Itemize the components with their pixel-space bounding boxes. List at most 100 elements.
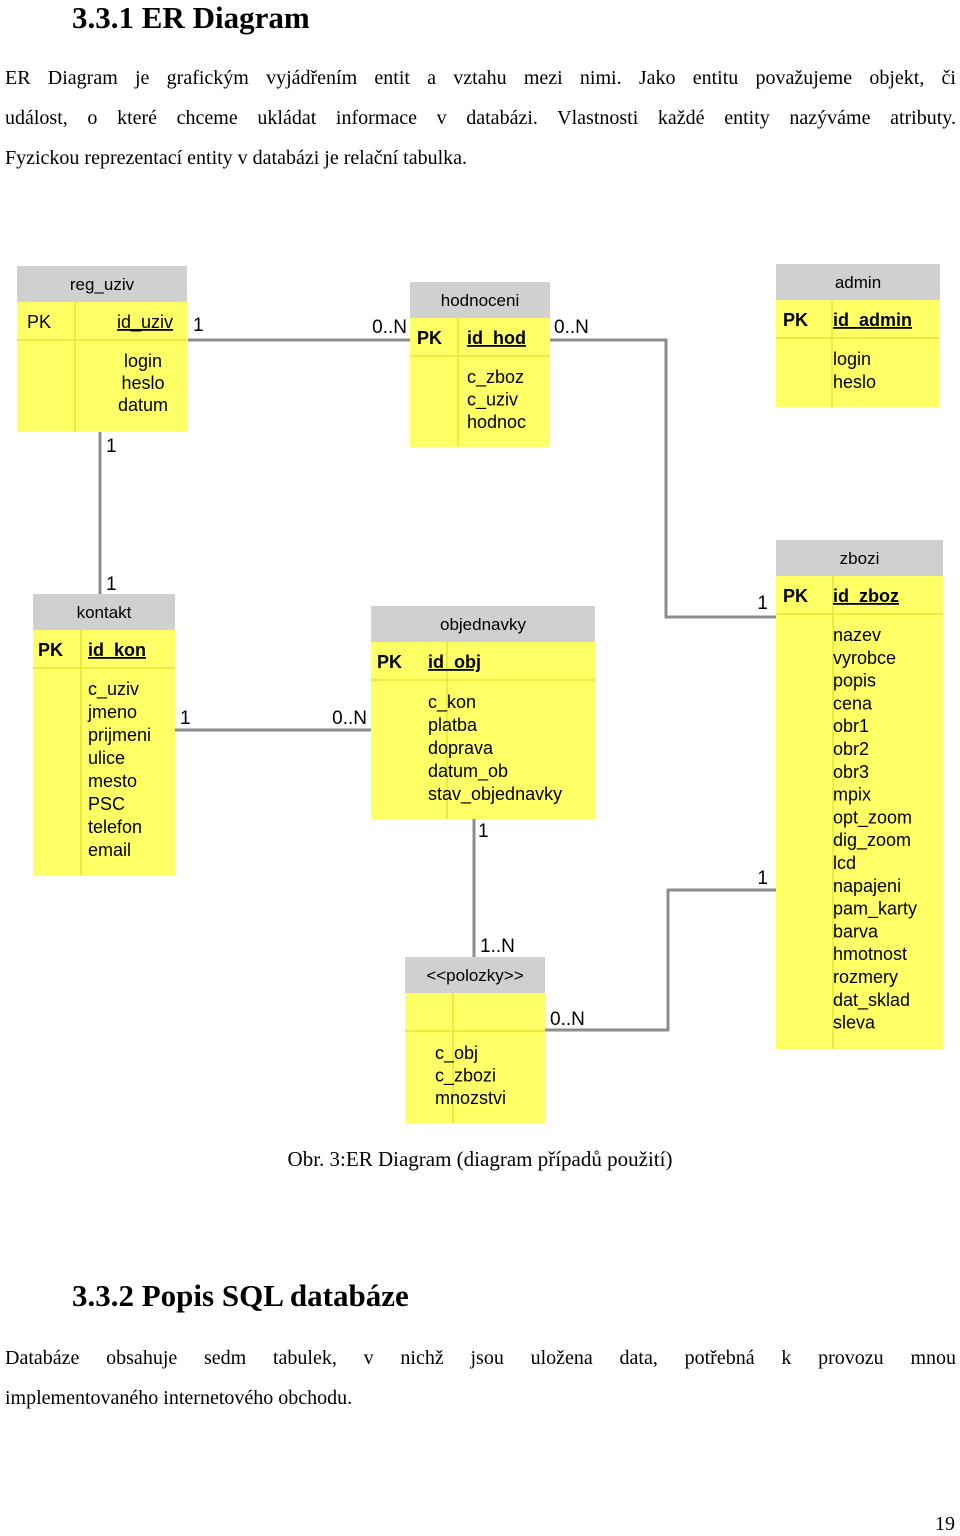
entity-header [776, 540, 943, 576]
entity-body [371, 642, 595, 819]
attribute: popis [833, 671, 876, 691]
entity-body [33, 630, 175, 876]
pk-label: PK [38, 640, 63, 660]
entity-header [410, 282, 550, 318]
entity-name: reg_uziv [70, 275, 135, 294]
cardinality-label: 1..N [480, 936, 515, 957]
pk-field: id_uziv [117, 312, 173, 333]
paragraph-line: Databáze obsahuje sedm tabulek, v nichž … [5, 1347, 956, 1369]
attribute: c_uziv [88, 679, 139, 700]
paragraph-line: událost, o které chceme ukládat informac… [5, 107, 956, 129]
entity-name: admin [835, 273, 881, 292]
attribute: login [124, 351, 162, 371]
attribute: barva [833, 921, 879, 941]
cardinality-label: 0..N [372, 317, 407, 338]
attribute: telefon [88, 817, 142, 837]
attribute: ulice [88, 748, 125, 768]
entity-header [371, 606, 595, 642]
attribute: opt_zoom [833, 807, 912, 828]
attribute: sleva [833, 1013, 876, 1033]
pk-field: id_admin [833, 310, 912, 330]
entity-body [776, 300, 940, 407]
attribute: jmeno [87, 702, 137, 722]
attribute: stav_objednavky [428, 784, 562, 805]
cardinality-label: 0..N [554, 317, 589, 338]
attribute: vyrobce [833, 648, 896, 668]
entity-header [33, 594, 175, 630]
page-number: 19 [935, 1513, 955, 1535]
pk-label: PK [377, 652, 402, 672]
entity-body [410, 318, 550, 447]
attribute: obr2 [833, 739, 869, 759]
pk-label: PK [27, 312, 51, 332]
attribute: cena [833, 693, 873, 713]
attribute: dig_zoom [833, 830, 911, 851]
attribute: nazev [833, 625, 881, 645]
attribute: c_obj [435, 1043, 478, 1064]
cardinality-label: 0..N [332, 708, 367, 729]
pk-label: PK [783, 310, 808, 330]
attribute: platba [428, 715, 478, 735]
attribute: doprava [428, 738, 494, 758]
attribute: PSC [88, 794, 125, 814]
paragraph-line: ER Diagram je grafickým vyjádřením entit… [5, 67, 956, 89]
connector-hodnoceni-zbozi [550, 338, 776, 619]
attribute: prijmeni [88, 725, 151, 745]
entity-name: zbozi [840, 549, 880, 568]
attribute: dat_sklad [833, 990, 910, 1011]
cardinality-label: 1 [106, 574, 117, 595]
entity-name: hodnoceni [441, 291, 519, 310]
entity-header [405, 957, 545, 993]
pk-field: id_hod [467, 328, 526, 348]
attribute: c_zboz [467, 367, 524, 388]
intro-paragraph: ER Diagram je grafickým vyjádřením entit… [5, 58, 956, 178]
attribute: lcd [833, 853, 856, 873]
cardinality-label: 1 [478, 821, 489, 842]
paragraph-line: Fyzickou reprezentací entity v databázi … [5, 147, 468, 169]
pk-field: id_zboz [833, 586, 899, 606]
attribute: obr1 [833, 716, 869, 736]
attribute: rozmery [833, 967, 898, 987]
entity-body [17, 302, 187, 432]
attribute: hodnoc [467, 412, 526, 432]
entity-name: kontakt [77, 603, 132, 622]
attribute: c_zbozi [435, 1066, 496, 1087]
entity-body [776, 576, 943, 1049]
attribute: login [833, 349, 871, 369]
attribute: mesto [88, 771, 137, 791]
cardinality-label: 1 [180, 708, 191, 729]
pk-label: PK [417, 328, 442, 348]
section-heading-sql: 3.3.2 Popis SQL databáze [72, 1278, 409, 1313]
entity-header [776, 264, 940, 300]
attribute: mpix [833, 785, 871, 805]
attribute: email [88, 840, 131, 860]
attribute: obr3 [833, 762, 869, 782]
entity-body [405, 993, 545, 1123]
attribute: c_uziv [467, 390, 518, 411]
entity-name: objednavky [440, 615, 527, 634]
section-heading-er-diagram: 3.3.1 ER Diagram [72, 0, 310, 35]
attribute: datum [118, 395, 168, 415]
attribute: hmotnost [833, 944, 907, 964]
attribute: heslo [121, 373, 164, 393]
attribute: mnozstvi [435, 1088, 506, 1108]
sql-paragraph: Databáze obsahuje sedm tabulek, v nichž … [5, 1338, 956, 1418]
attribute: napajeni [833, 876, 901, 896]
pk-label: PK [783, 586, 808, 606]
cardinality-label: 1 [757, 593, 768, 614]
attribute: datum_ob [428, 761, 508, 782]
pk-field: id_obj [428, 652, 481, 672]
paragraph-line: implementovaného internetového obchodu. [5, 1387, 353, 1409]
entity-name: <<polozky>> [426, 966, 523, 985]
cardinality-label: 1 [757, 868, 768, 889]
attribute: heslo [833, 372, 876, 392]
cardinality-label: 0..N [550, 1009, 585, 1030]
